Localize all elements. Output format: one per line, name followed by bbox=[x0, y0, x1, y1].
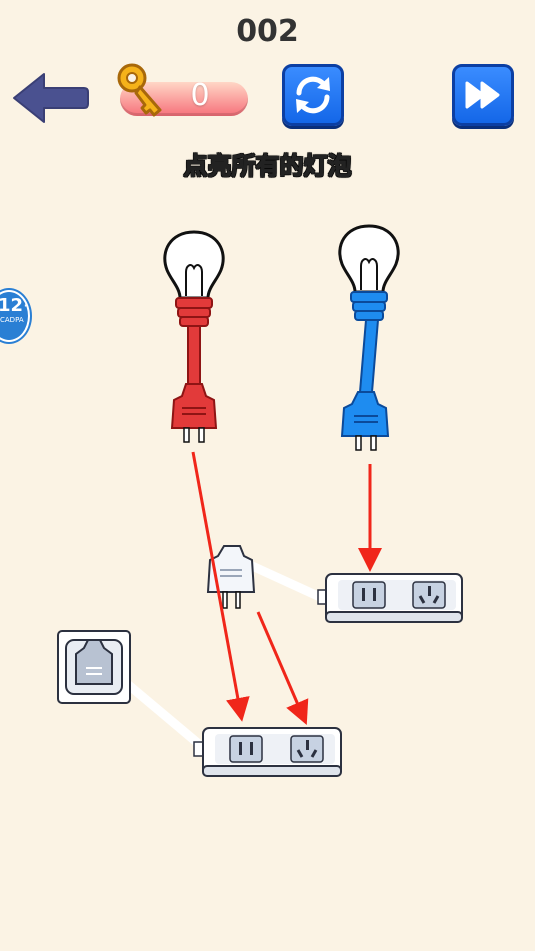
blue-plug[interactable] bbox=[340, 391, 390, 451]
level-number: 002 bbox=[236, 14, 299, 49]
key-counter: 0 bbox=[112, 60, 252, 124]
socket-three-pin[interactable] bbox=[290, 735, 324, 763]
key-count: 0 bbox=[190, 78, 210, 113]
hint-arrow-white-plug bbox=[256, 611, 309, 726]
red-plug[interactable] bbox=[170, 383, 218, 443]
hint-arrow-red-plug bbox=[191, 451, 250, 722]
fast-forward-icon bbox=[465, 81, 500, 109]
key-icon bbox=[117, 63, 162, 117]
age-rating-org: CADPA bbox=[0, 316, 24, 324]
blue-cord bbox=[358, 319, 380, 393]
instruction-text: 点亮所有的灯泡 bbox=[183, 151, 352, 180]
refresh-button[interactable] bbox=[282, 64, 344, 126]
back-arrow-icon[interactable] bbox=[10, 68, 90, 128]
wall-socket-tile[interactable] bbox=[57, 630, 131, 704]
red-bulb[interactable] bbox=[163, 230, 225, 327]
red-cord bbox=[187, 325, 201, 385]
white-plug-cable bbox=[248, 560, 322, 602]
blue-bulb[interactable] bbox=[338, 224, 400, 321]
socket-two-pin[interactable] bbox=[229, 735, 263, 763]
socket-three-pin[interactable] bbox=[412, 581, 446, 609]
refresh-icon bbox=[296, 76, 330, 114]
skip-level-button[interactable] bbox=[452, 64, 514, 126]
power-strip-lower[interactable] bbox=[193, 727, 342, 777]
age-rating-number: 12+ bbox=[0, 295, 28, 316]
white-plug[interactable] bbox=[206, 545, 256, 609]
socket-two-pin[interactable] bbox=[352, 581, 386, 609]
power-strip-upper[interactable] bbox=[317, 573, 463, 623]
wall-plug-cable bbox=[115, 672, 203, 749]
